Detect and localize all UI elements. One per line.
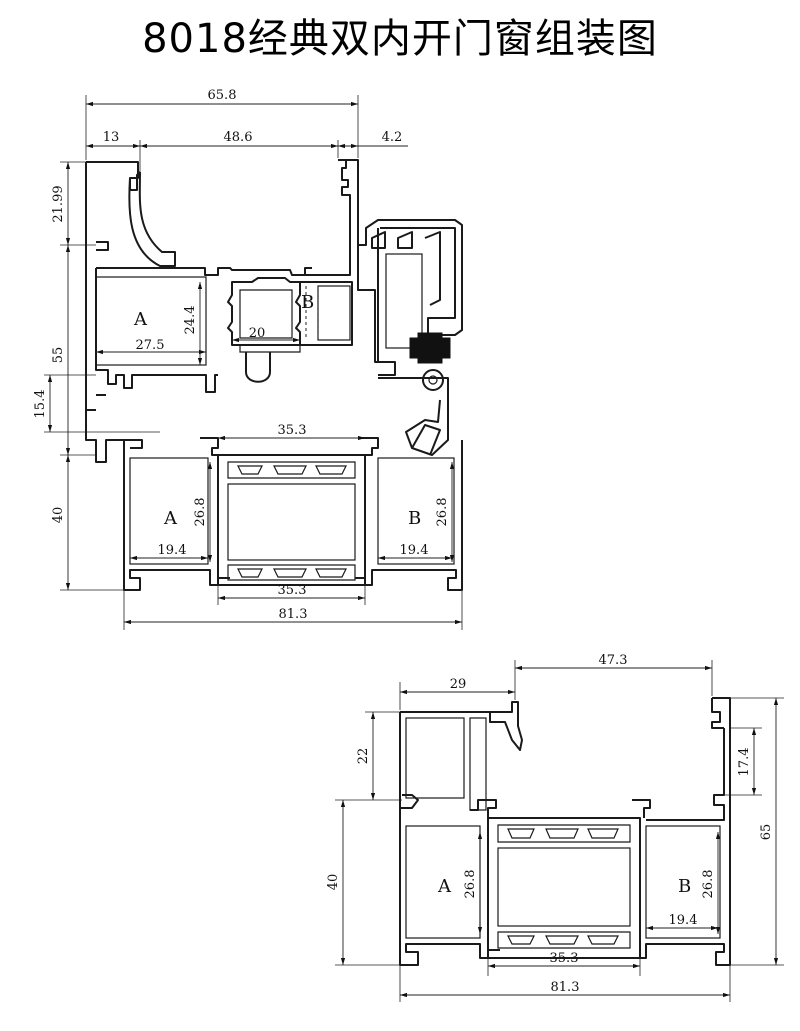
dim-b-chamber-a-height: 26.8 bbox=[463, 870, 478, 899]
dim-insert-width: 20 bbox=[249, 326, 266, 341]
label-b-lower: B bbox=[408, 508, 421, 529]
dim-lower-chamber-a-width: 19.4 bbox=[158, 543, 187, 558]
dim-b-chamber-b-height: 26.8 bbox=[701, 870, 716, 899]
dim-lower-chamber-b-width: 19.4 bbox=[400, 543, 429, 558]
dim-chamber-a-height: 24.4 bbox=[183, 306, 198, 335]
top-drawing: 65.8 13 48.6 4.2 21.99 55 bbox=[33, 88, 463, 630]
dim-lower-height: 40 bbox=[51, 507, 66, 524]
label-b-drawing-b: B bbox=[678, 876, 691, 897]
top-frame-profile bbox=[85, 159, 463, 591]
dim-b-overall-height: 65 bbox=[759, 824, 774, 841]
dim-lower-chamber-b-height: 26.8 bbox=[435, 498, 450, 527]
dim-b-left-upper-height: 22 bbox=[356, 748, 371, 765]
label-b-drawing-a: A bbox=[437, 876, 452, 897]
dim-small-height: 15.4 bbox=[33, 390, 48, 419]
dim-b-total-width: 81.3 bbox=[551, 980, 580, 995]
bottom-drawing: 29 47.3 22 40 17.4 bbox=[326, 653, 784, 1002]
dim-middle-width: 48.6 bbox=[224, 130, 253, 145]
bottom-dimensions: 29 47.3 22 40 17.4 bbox=[326, 653, 784, 1002]
top-dimensions: 65.8 13 48.6 4.2 21.99 55 bbox=[33, 88, 463, 630]
dim-lower-span-top: 35.3 bbox=[278, 423, 307, 438]
dim-overall-width: 65.8 bbox=[208, 88, 237, 103]
label-b-upper: B bbox=[301, 292, 314, 313]
dim-mid-height: 55 bbox=[51, 347, 66, 364]
label-a-lower: A bbox=[163, 508, 178, 529]
dim-lower-span-bottom: 35.3 bbox=[278, 583, 307, 598]
dim-left-offset: 13 bbox=[103, 130, 120, 145]
dim-lower-chamber-a-height: 26.8 bbox=[193, 498, 208, 527]
dim-b-middle-span: 35.3 bbox=[550, 951, 579, 966]
dim-b-left-lower-height: 40 bbox=[326, 874, 341, 891]
dim-b-chamber-b-width: 19.4 bbox=[669, 913, 698, 928]
dim-b-right-small-height: 17.4 bbox=[737, 748, 752, 777]
roller-circle bbox=[422, 369, 444, 391]
dim-b-top-right-width: 47.3 bbox=[599, 653, 628, 668]
label-a-upper: A bbox=[133, 309, 148, 330]
dim-upper-height: 21.99 bbox=[51, 185, 66, 222]
page-title: 8018经典双内开门窗组装图 bbox=[142, 16, 658, 62]
dim-chamber-a-width: 27.5 bbox=[136, 338, 165, 353]
bottom-profile bbox=[399, 697, 731, 966]
dim-right-offset: 4.2 bbox=[382, 130, 403, 145]
dim-b-top-left-width: 29 bbox=[450, 677, 467, 692]
dim-total-width: 81.3 bbox=[279, 607, 308, 622]
